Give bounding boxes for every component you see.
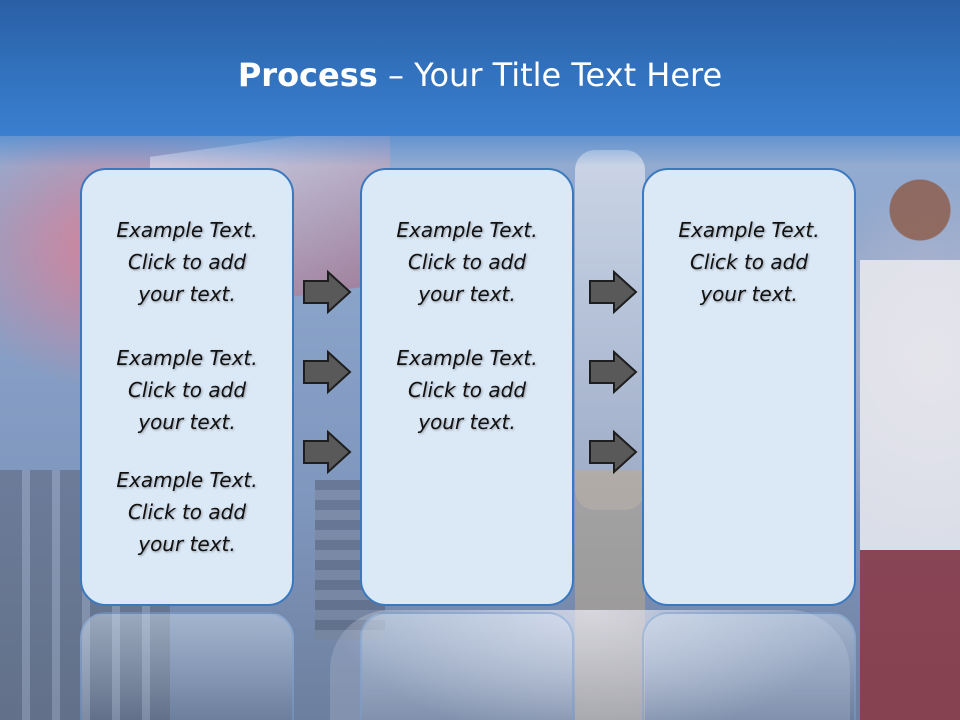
text-line: Example Text. — [116, 346, 258, 370]
text-line: your text. — [700, 282, 798, 306]
text-line: Click to add — [127, 250, 247, 274]
text-line: Example Text. — [116, 468, 258, 492]
text-line: Click to add — [407, 250, 527, 274]
text-line: your text. — [138, 410, 236, 434]
text-line: your text. — [138, 532, 236, 556]
title-bar: Process – Your Title Text Here — [0, 0, 960, 166]
text-block[interactable]: Example Text. Click to add your text. — [362, 214, 572, 310]
process-box-3[interactable]: Example Text. Click to add your text. — [642, 168, 856, 606]
box-reflection — [642, 612, 856, 720]
text-block[interactable]: Example Text. Click to add your text. — [82, 464, 292, 560]
text-line: Click to add — [127, 500, 247, 524]
text-line: your text. — [418, 410, 516, 434]
text-block[interactable]: Example Text. Click to add your text. — [644, 214, 854, 310]
right-arrow-icon[interactable] — [588, 350, 638, 394]
text-block[interactable]: Example Text. Click to add your text. — [362, 342, 572, 438]
process-box-1[interactable]: Example Text. Click to add your text. Ex… — [80, 168, 294, 606]
background-car — [330, 610, 850, 720]
right-arrow-icon[interactable] — [302, 270, 352, 314]
text-line: Click to add — [127, 378, 247, 402]
title-bold: Process — [237, 56, 378, 94]
text-block[interactable]: Example Text. Click to add your text. — [82, 342, 292, 438]
process-box-2[interactable]: Example Text. Click to add your text. Ex… — [360, 168, 574, 606]
title-rest: – Your Title Text Here — [377, 56, 723, 94]
box-reflection — [80, 612, 294, 720]
text-line: your text. — [138, 282, 236, 306]
text-line: Click to add — [407, 378, 527, 402]
text-line: Example Text. — [678, 218, 820, 242]
text-line: Example Text. — [396, 346, 538, 370]
text-line: Example Text. — [116, 218, 258, 242]
right-arrow-icon[interactable] — [588, 430, 638, 474]
text-line: your text. — [418, 282, 516, 306]
text-line: Example Text. — [396, 218, 538, 242]
right-arrow-icon[interactable] — [302, 350, 352, 394]
right-arrow-icon[interactable] — [588, 270, 638, 314]
background-person — [860, 170, 960, 720]
text-line: Click to add — [689, 250, 809, 274]
box-reflection — [360, 612, 574, 720]
slide-title[interactable]: Process – Your Title Text Here — [0, 54, 960, 96]
right-arrow-icon[interactable] — [302, 430, 352, 474]
text-block[interactable]: Example Text. Click to add your text. — [82, 214, 292, 310]
